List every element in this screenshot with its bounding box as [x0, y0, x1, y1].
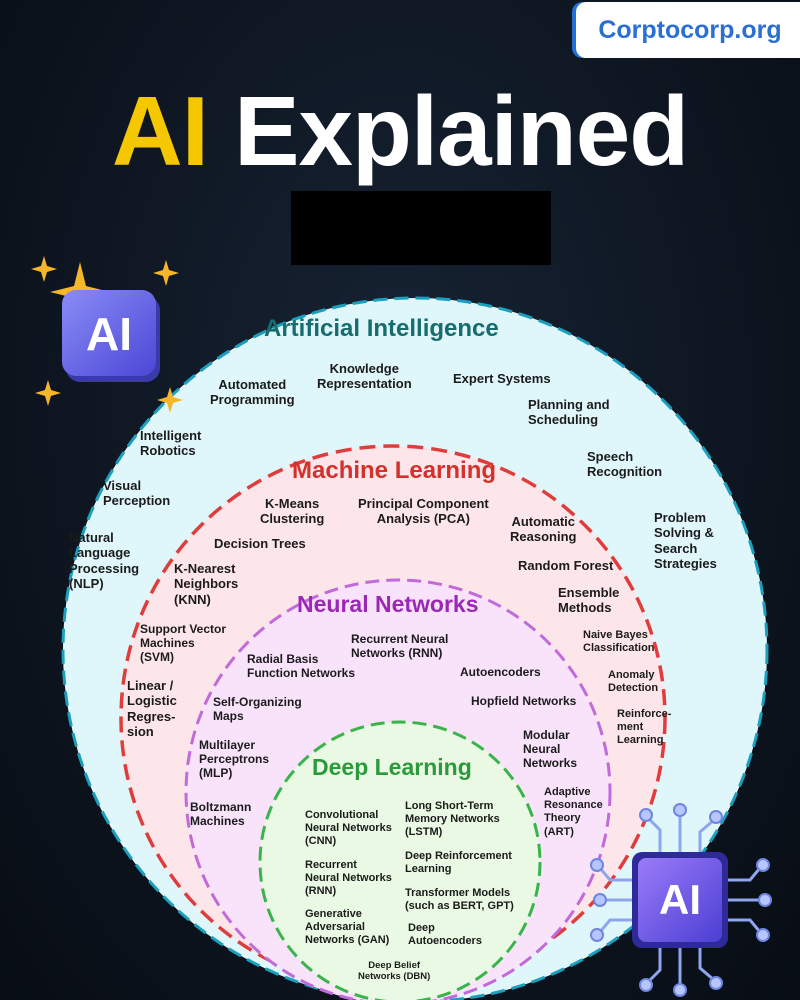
ai-heading: Artificial Intelligence: [264, 315, 499, 342]
ai-badge-text: AI: [86, 308, 132, 360]
dl-heading: Deep Learning: [312, 754, 472, 780]
title-explained: Explained: [234, 76, 689, 186]
ai-item: Expert Systems: [453, 371, 551, 386]
ai-badge-icon: AI: [62, 290, 160, 382]
dl-item: Transformer Models(such as BERT, GPT): [405, 887, 514, 913]
nn-item: Hopfield Networks: [471, 694, 577, 708]
ai-chip-text: AI: [659, 876, 701, 923]
brand-badge[interactable]: Corptocorp.org: [576, 2, 800, 58]
ml-item: Decision Trees: [214, 536, 306, 551]
redaction-box: [291, 191, 551, 265]
nn-item: Autoencoders: [460, 665, 541, 679]
ml-heading: Machine Learning: [292, 457, 497, 484]
dl-circle: [258, 720, 542, 1000]
nn-heading: Neural Networks: [297, 591, 479, 617]
page-title: AI Explained: [0, 76, 800, 186]
title-ai: AI: [111, 76, 209, 186]
ai-chip-icon: AI: [590, 803, 772, 997]
ml-item: Random Forest: [518, 558, 614, 573]
